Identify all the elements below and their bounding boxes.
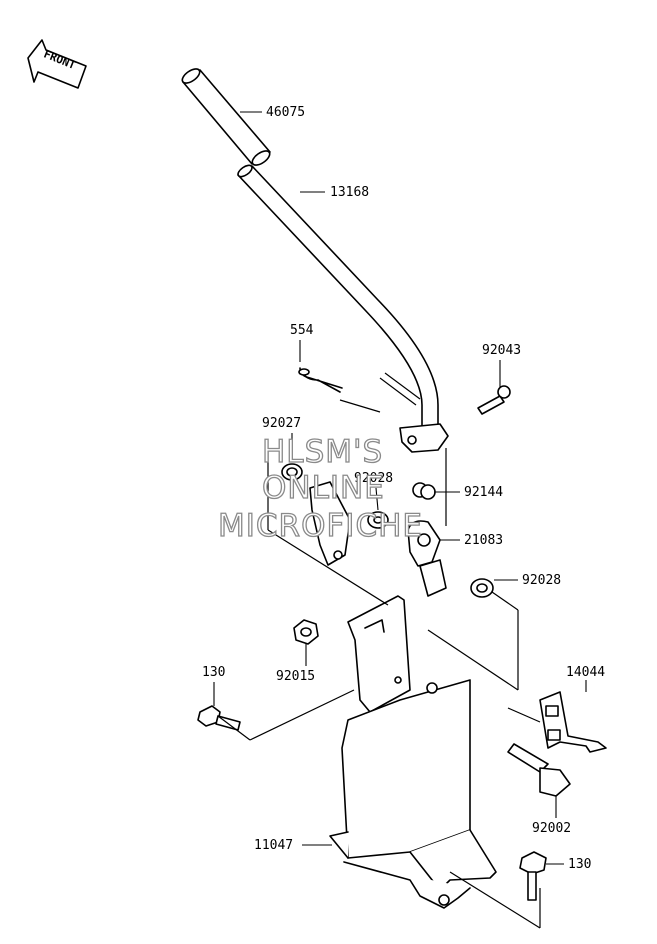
- part-arm-bracket: [309, 481, 351, 566]
- part-spring: [412, 482, 436, 500]
- callout-46075: 46075: [266, 105, 305, 120]
- watermark-line3: MICROFICHE: [218, 508, 423, 544]
- callout-92027: 92027: [262, 416, 301, 431]
- watermark: HLSM'S ONLINE MICROFICHE: [217, 433, 423, 544]
- callout-21083: 21083: [464, 533, 503, 548]
- part-plate-bracket: [539, 691, 607, 753]
- callout-labels: 46075 13168 554 92043 92027 92028 92144 …: [202, 105, 605, 872]
- callout-92028-lower: 92028: [522, 573, 561, 588]
- part-housing: [329, 679, 497, 909]
- callout-130-left: 130: [202, 665, 225, 680]
- front-arrow-icon: FRONT: [27, 39, 87, 89]
- callout-92015: 92015: [276, 669, 315, 684]
- callout-leaders: [213, 111, 587, 865]
- watermark-line2: ONLINE: [262, 470, 385, 506]
- part-bushing-lower: [470, 578, 494, 598]
- part-bolt-left: [197, 705, 241, 731]
- part-cotter-pin: [298, 367, 343, 393]
- callout-92144: 92144: [464, 485, 503, 500]
- watermark-line1: HLSM'S: [262, 434, 383, 470]
- callout-554: 554: [290, 323, 314, 338]
- part-clevis-pin: [477, 385, 511, 415]
- callout-11047: 11047: [254, 838, 293, 853]
- part-joint: [407, 520, 447, 597]
- callout-14044: 14044: [566, 665, 605, 680]
- callout-130-bottom: 130: [568, 857, 591, 872]
- part-bolt-bottom: [519, 851, 547, 901]
- part-upper-bracket: [347, 595, 411, 713]
- part-nut: [293, 619, 319, 645]
- callout-92028-upper: 92028: [354, 471, 393, 486]
- callout-13168: 13168: [330, 185, 369, 200]
- part-collar: [281, 463, 303, 481]
- part-grip: [181, 68, 271, 166]
- part-bolt-right: [507, 743, 571, 797]
- callout-92043: 92043: [482, 343, 521, 358]
- part-bushing-upper: [367, 511, 389, 529]
- part-shift-lever: [237, 164, 449, 453]
- assembly-lines: [217, 399, 541, 929]
- callout-92002: 92002: [532, 821, 571, 836]
